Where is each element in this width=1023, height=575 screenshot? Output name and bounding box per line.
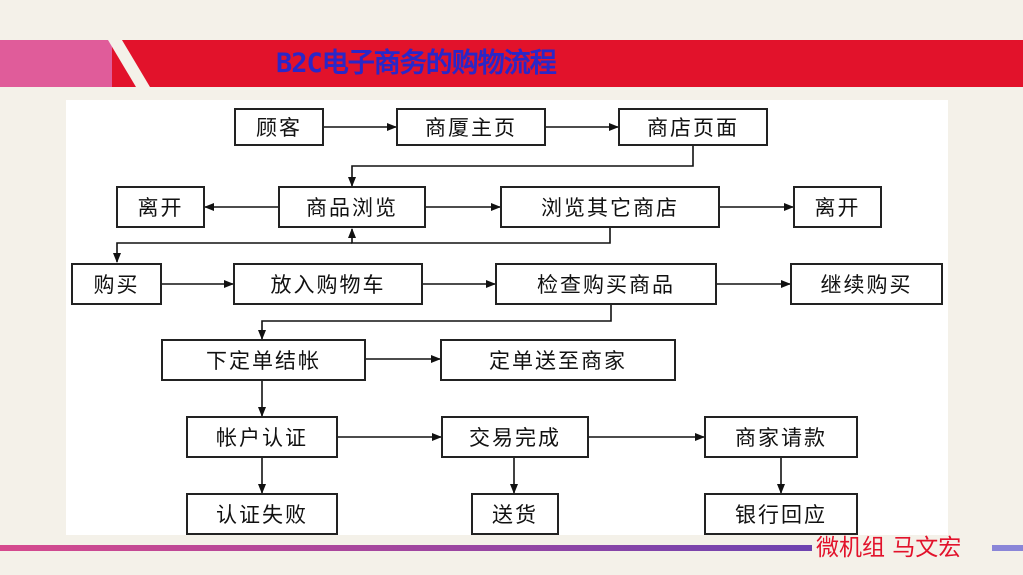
node-auth-fail: 认证失败 [186, 493, 338, 535]
node-deliver: 送货 [471, 493, 559, 535]
arrow-browse-to-buy [113, 242, 352, 263]
arrow-shop-to-browse [348, 146, 694, 187]
diagram-panel [66, 100, 948, 535]
node-continue-buy: 继续购买 [790, 263, 943, 305]
node-merchant-request: 商家请款 [704, 416, 858, 458]
node-mall-home: 商厦主页 [396, 108, 546, 146]
node-customer: 顾客 [234, 108, 324, 146]
node-shop-page: 商店页面 [618, 108, 768, 146]
node-buy: 购买 [71, 263, 162, 305]
title-accent [0, 40, 112, 87]
node-browse-goods: 商品浏览 [278, 186, 426, 228]
arrow-check-to-checkout [258, 304, 612, 340]
node-add-cart: 放入购物车 [233, 263, 423, 305]
footer-author: 微机组 马文宏 [816, 535, 962, 561]
title-bar [0, 40, 1023, 87]
footer-line-tail [992, 545, 1023, 551]
node-browse-other: 浏览其它商店 [500, 186, 720, 228]
node-check-items: 检查购买商品 [495, 263, 717, 305]
page-title: B2C电子商务的购物流程 [276, 48, 557, 79]
node-trade-done: 交易完成 [441, 416, 589, 458]
title-divider [108, 40, 150, 87]
footer-line [0, 545, 812, 551]
arrow-other-to-browse [348, 227, 611, 244]
node-checkout: 下定单结帐 [161, 339, 366, 381]
node-leave-right: 离开 [793, 186, 882, 228]
node-send-order: 定单送至商家 [440, 339, 676, 381]
node-bank-reply: 银行回应 [704, 493, 858, 535]
node-account-auth: 帐户认证 [186, 416, 338, 458]
node-leave-left: 离开 [116, 186, 205, 228]
